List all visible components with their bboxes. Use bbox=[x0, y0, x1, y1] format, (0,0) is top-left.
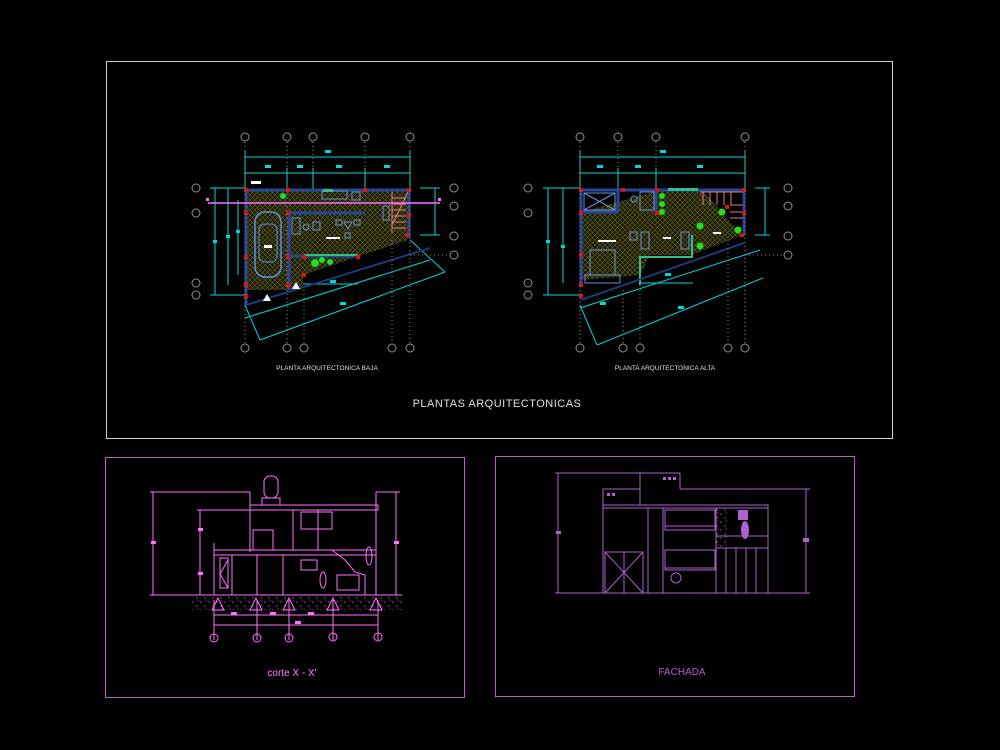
frame-facade bbox=[495, 456, 855, 697]
ground-floor-plan bbox=[191, 132, 459, 353]
ground-floor-plan-title: PLANTA ARQUITECTONICA BAJA bbox=[276, 365, 378, 372]
facade-drawing bbox=[555, 472, 810, 594]
frame-section bbox=[105, 457, 465, 698]
upper-floor-plan-title: PLANTA ARQUITECTONICA ALTA bbox=[615, 365, 716, 372]
sheet-main-title: PLANTAS ARQUITECTONICAS bbox=[413, 398, 582, 410]
frame-plans bbox=[106, 61, 893, 439]
facade-title: FACHADA bbox=[658, 667, 706, 678]
section-drawing bbox=[150, 475, 402, 643]
section-title: corte X - X' bbox=[267, 668, 316, 679]
upper-floor-plan bbox=[523, 132, 793, 353]
